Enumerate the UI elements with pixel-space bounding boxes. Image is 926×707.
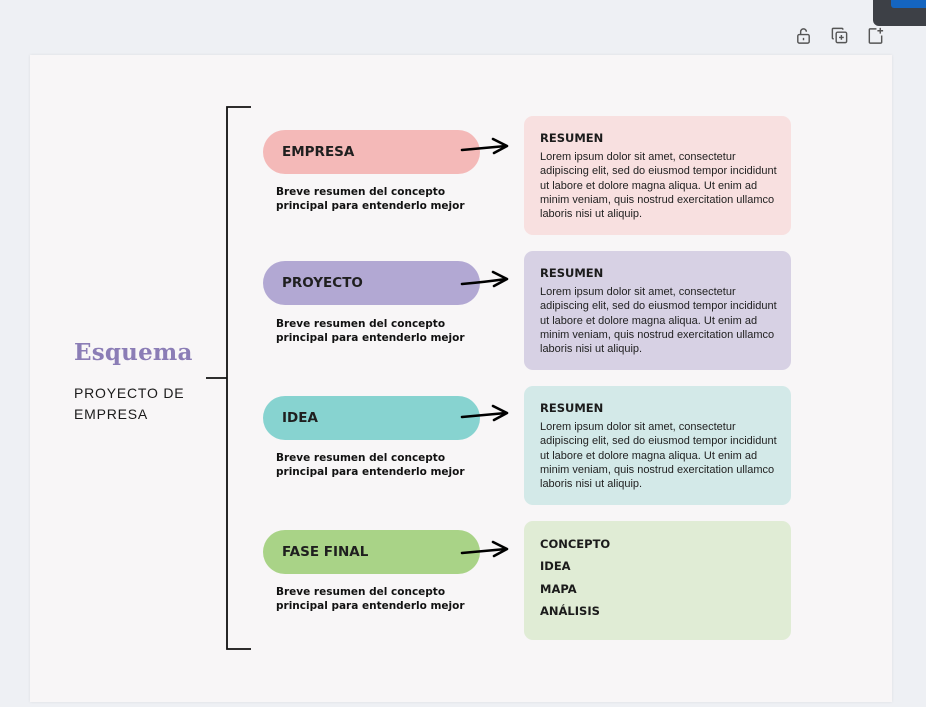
window-accent	[891, 0, 926, 8]
add-page-icon[interactable]	[864, 24, 886, 46]
page-toolbar	[792, 24, 886, 46]
list-item: IDEA	[540, 559, 571, 574]
card-fase-final: CONCEPTO IDEA MAPA ANÁLISIS	[524, 521, 791, 640]
card-body: Lorem ipsum dolor sit amet, consectetur …	[540, 421, 777, 491]
pill-proyecto: PROYECTO	[263, 261, 480, 305]
card-title: RESUMEN	[540, 266, 604, 280]
description-proyecto: Breve resumen del concepto principal par…	[276, 318, 465, 344]
card-body: Lorem ipsum dolor sit amet, consectetur …	[540, 151, 777, 221]
card-proyecto: RESUMEN Lorem ipsum dolor sit amet, cons…	[524, 251, 791, 370]
card-title: RESUMEN	[540, 131, 604, 145]
list-item: CONCEPTO	[540, 537, 611, 551]
list-item: ANÁLISIS	[540, 603, 600, 618]
card-empresa: RESUMEN Lorem ipsum dolor sit amet, cons…	[524, 116, 791, 235]
list-item: MAPA	[540, 581, 577, 596]
pill-idea: IDEA	[263, 396, 480, 440]
pill-fase-final: FASE FINAL	[263, 530, 480, 574]
card-title: RESUMEN	[540, 401, 604, 415]
outline-bracket	[206, 106, 251, 650]
unlock-icon[interactable]	[792, 24, 814, 46]
description-empresa: Breve resumen del concepto principal par…	[276, 186, 465, 212]
card-body: Lorem ipsum dolor sit amet, consectetur …	[540, 286, 777, 356]
app-window-corner	[873, 0, 926, 26]
duplicate-icon[interactable]	[828, 24, 850, 46]
slide-canvas[interactable]: Esquema PROYECTO DE EMPRESA EMPRESA Brev…	[30, 55, 892, 702]
description-fase-final: Breve resumen del concepto principal par…	[276, 586, 465, 612]
slide-subtitle: PROYECTO DE EMPRESA	[74, 385, 185, 422]
slide-title: Esquema	[74, 339, 193, 366]
card-idea: RESUMEN Lorem ipsum dolor sit amet, cons…	[524, 386, 791, 505]
description-idea: Breve resumen del concepto principal par…	[276, 452, 465, 478]
pill-empresa: EMPRESA	[263, 130, 480, 174]
